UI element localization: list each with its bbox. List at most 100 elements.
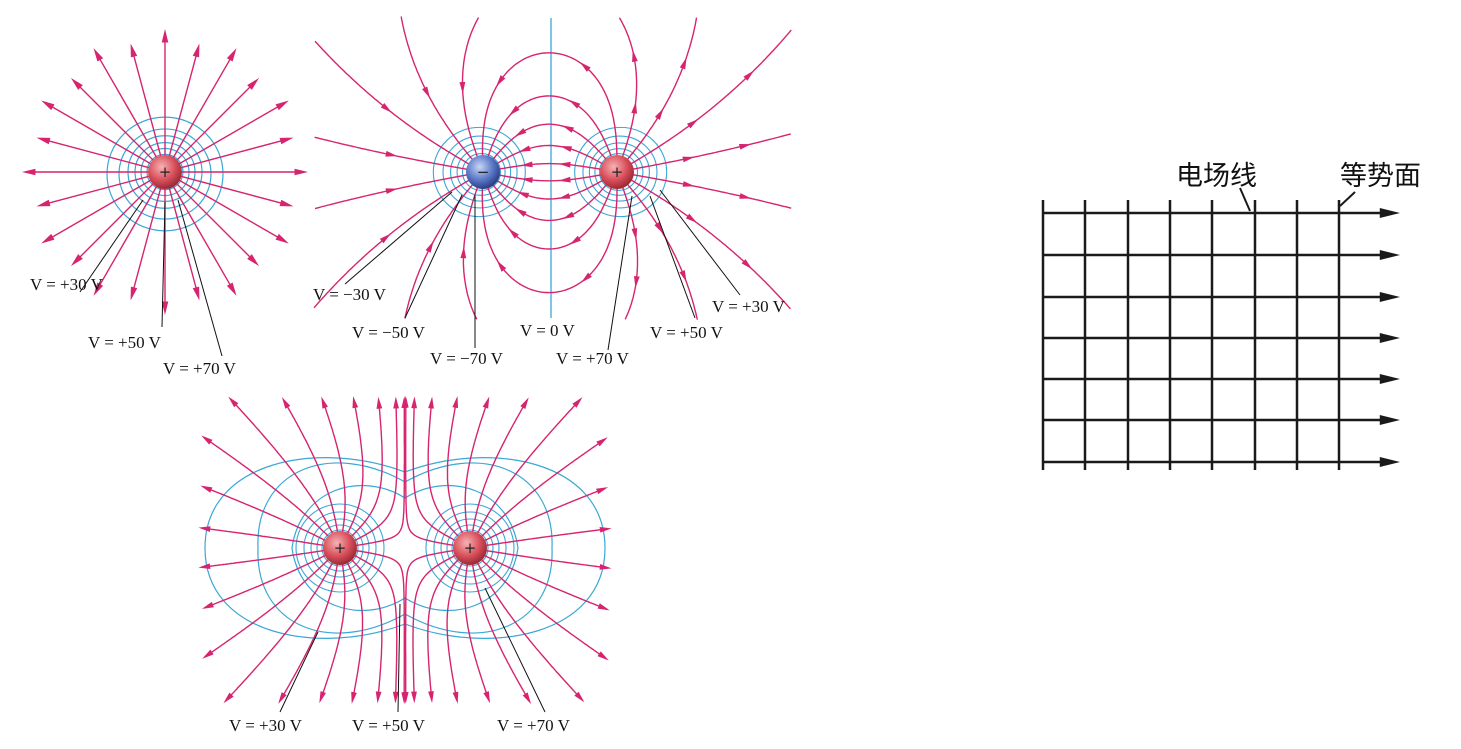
arrowhead-icon [1379,457,1400,467]
arrowhead-icon [515,208,527,217]
uniform-field-grid [1041,200,1400,470]
arrowhead-icon [1379,292,1400,302]
field-line [486,184,613,250]
arrowhead-icon [597,603,610,611]
arrowhead-icon [1379,250,1400,260]
arrowhead-icon [428,396,434,409]
arrowhead-icon [22,168,36,176]
field-line [175,83,254,162]
equipotential-circle [433,511,507,585]
arrowhead-icon [574,691,585,703]
field-line [626,183,698,320]
arrowhead-icon [201,435,213,445]
arrowhead-icon [522,692,532,705]
arrowhead-icon [425,240,434,253]
field-line [175,182,254,261]
arrowhead-icon [682,181,695,187]
arrowhead-icon [459,81,466,94]
dipole-label-leaders [344,189,741,351]
arrowhead-icon [1379,208,1400,218]
field-line [96,54,158,159]
arrowhead-icon [496,260,507,272]
field-line [626,17,698,161]
field-line [464,563,490,701]
arrowhead-icon [596,437,608,447]
arrowhead-icon [93,48,104,62]
arrowhead-icon [738,144,752,150]
arrowhead-icon [198,526,211,532]
field-line [485,549,607,569]
label-v70: V = +70 V [163,359,237,378]
field-line [630,29,792,165]
arrowhead-icon [380,102,392,113]
positive-charge [600,155,634,189]
arrowhead-icon [41,100,55,111]
label-v70: V = +70 V [497,716,571,735]
equipotential-circle [574,126,668,218]
field-line [618,17,638,158]
arrowhead-icon [351,691,357,704]
label-v0: V = 0 V [520,321,576,340]
arrowhead-icon [496,75,506,87]
arrowhead-icon [375,691,382,704]
field-line [446,398,464,535]
arrowhead-icon [558,193,571,199]
equipotential-surface [257,462,553,634]
field-line [471,563,531,702]
arrowhead-icon [520,397,529,410]
arrowhead-icon [559,146,573,152]
equipotential-circle [442,135,518,209]
equipotential-circle [295,503,385,593]
arrowhead-icon [1379,374,1400,384]
arrowhead-icon [70,77,83,90]
arrowhead-icon [679,57,687,70]
field-line [180,138,286,169]
arrowhead-icon [198,563,211,570]
field-line [446,561,464,701]
field-line [353,399,398,542]
equipotential-circle [425,503,515,593]
field-line [355,399,406,547]
arrowhead-icon [247,254,260,267]
arrowhead-icon [41,233,55,244]
field-line [355,549,405,702]
field-line [321,399,346,533]
arrowhead-icon [562,125,575,133]
arrowhead-icon [596,487,609,495]
arrowhead-icon [428,691,434,704]
charge-sign: + [159,163,172,181]
field-line [471,399,528,533]
field-line [202,486,327,542]
field-line [47,179,152,241]
arrowhead-icon [385,150,398,157]
field-line [131,51,162,157]
equipotential-label: 等势面 [1340,161,1421,192]
field-line [404,549,455,701]
label-v30: V = +30 V [30,275,104,294]
arrowhead-icon [743,70,754,81]
arrowhead-icon [161,29,169,43]
field-line [204,558,330,658]
field-line [480,558,607,660]
field-line [96,185,158,290]
field-line [495,162,602,171]
label-v50: V = +50 V [352,716,426,735]
field-line [632,174,792,209]
arrowhead-icon [632,49,638,63]
field-line [76,83,155,162]
arrowhead-icon [200,485,213,493]
field-line [350,558,383,701]
field-line [168,51,199,157]
field-line [405,398,455,547]
equipotential-circle [316,524,364,572]
two-positive-label-leaders [279,587,546,713]
field-line [180,175,286,206]
field-line [346,398,364,535]
arrowhead-icon [275,233,289,244]
arrowhead-icon [402,395,409,408]
arrowhead-icon [352,396,359,409]
field-line [47,103,152,165]
arrowhead-icon [36,137,51,145]
field-line [229,398,334,535]
